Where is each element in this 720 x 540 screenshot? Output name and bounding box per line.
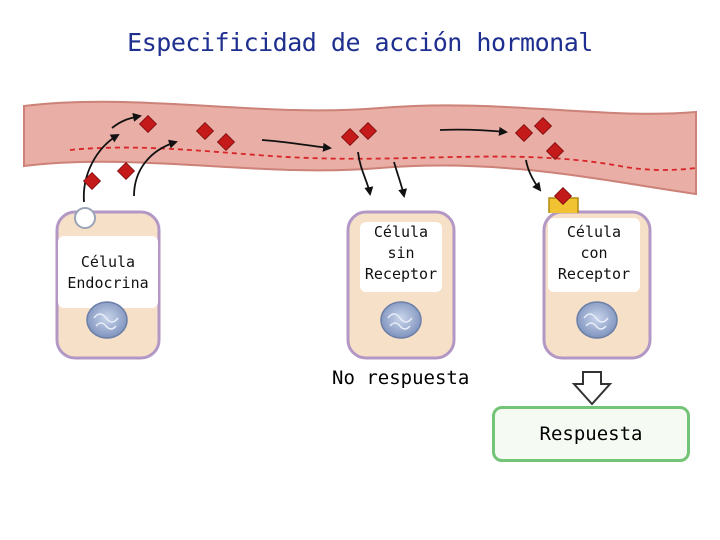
label-line: Endocrina: [67, 274, 149, 292]
arrow-secretion-2: [111, 112, 142, 129]
arrow-down-2: [393, 161, 408, 198]
hormone-molecule: [116, 161, 136, 181]
hormone-molecule: [82, 171, 102, 191]
response-label: Respuesta: [539, 423, 643, 445]
vessel-dashed-wall: [69, 146, 697, 171]
label-line: Receptor: [557, 265, 631, 283]
no-response-label: No respuesta: [332, 367, 470, 389]
label-line: Receptor: [364, 265, 438, 283]
label-line: Célula: [566, 223, 622, 241]
response-arrow: [571, 371, 613, 406]
hormone-molecule: [138, 114, 158, 134]
arrow-flow-2: [439, 126, 508, 136]
label-line: Célula: [80, 253, 136, 271]
hormone-molecule: [195, 121, 215, 141]
cell-without-receptor: [346, 210, 456, 360]
diagram-title: Especificidad de acción hormonal: [127, 28, 593, 57]
hormone-molecule: [514, 123, 534, 143]
label-line: sin: [387, 244, 415, 262]
arrow-flow-1: [261, 139, 332, 152]
arrow-secretion-3: [133, 139, 178, 197]
endocrine-cell-label: Célula Endocrina: [62, 252, 154, 294]
cell-with-receptor: [542, 197, 652, 360]
hormone-molecule: [216, 132, 236, 152]
endocrine-cell: [55, 207, 161, 360]
hormone-molecule: [545, 141, 565, 161]
cell-with-receptor-label: Célula con Receptor: [548, 222, 640, 285]
hormone-molecule: [533, 116, 553, 136]
blood-vessel: [23, 100, 697, 196]
arrow-down-3: [525, 159, 542, 192]
label-line: Célula: [373, 223, 429, 241]
arrow-secretion-1: [82, 133, 120, 203]
hormone-molecule-bound: [553, 186, 573, 206]
hormone-molecule: [340, 127, 360, 147]
hormone-molecule: [358, 121, 378, 141]
arrow-down-1: [357, 151, 374, 196]
label-line: con: [580, 244, 608, 262]
response-box: Respuesta: [492, 406, 690, 462]
cell-without-receptor-label: Célula sin Receptor: [356, 222, 446, 285]
